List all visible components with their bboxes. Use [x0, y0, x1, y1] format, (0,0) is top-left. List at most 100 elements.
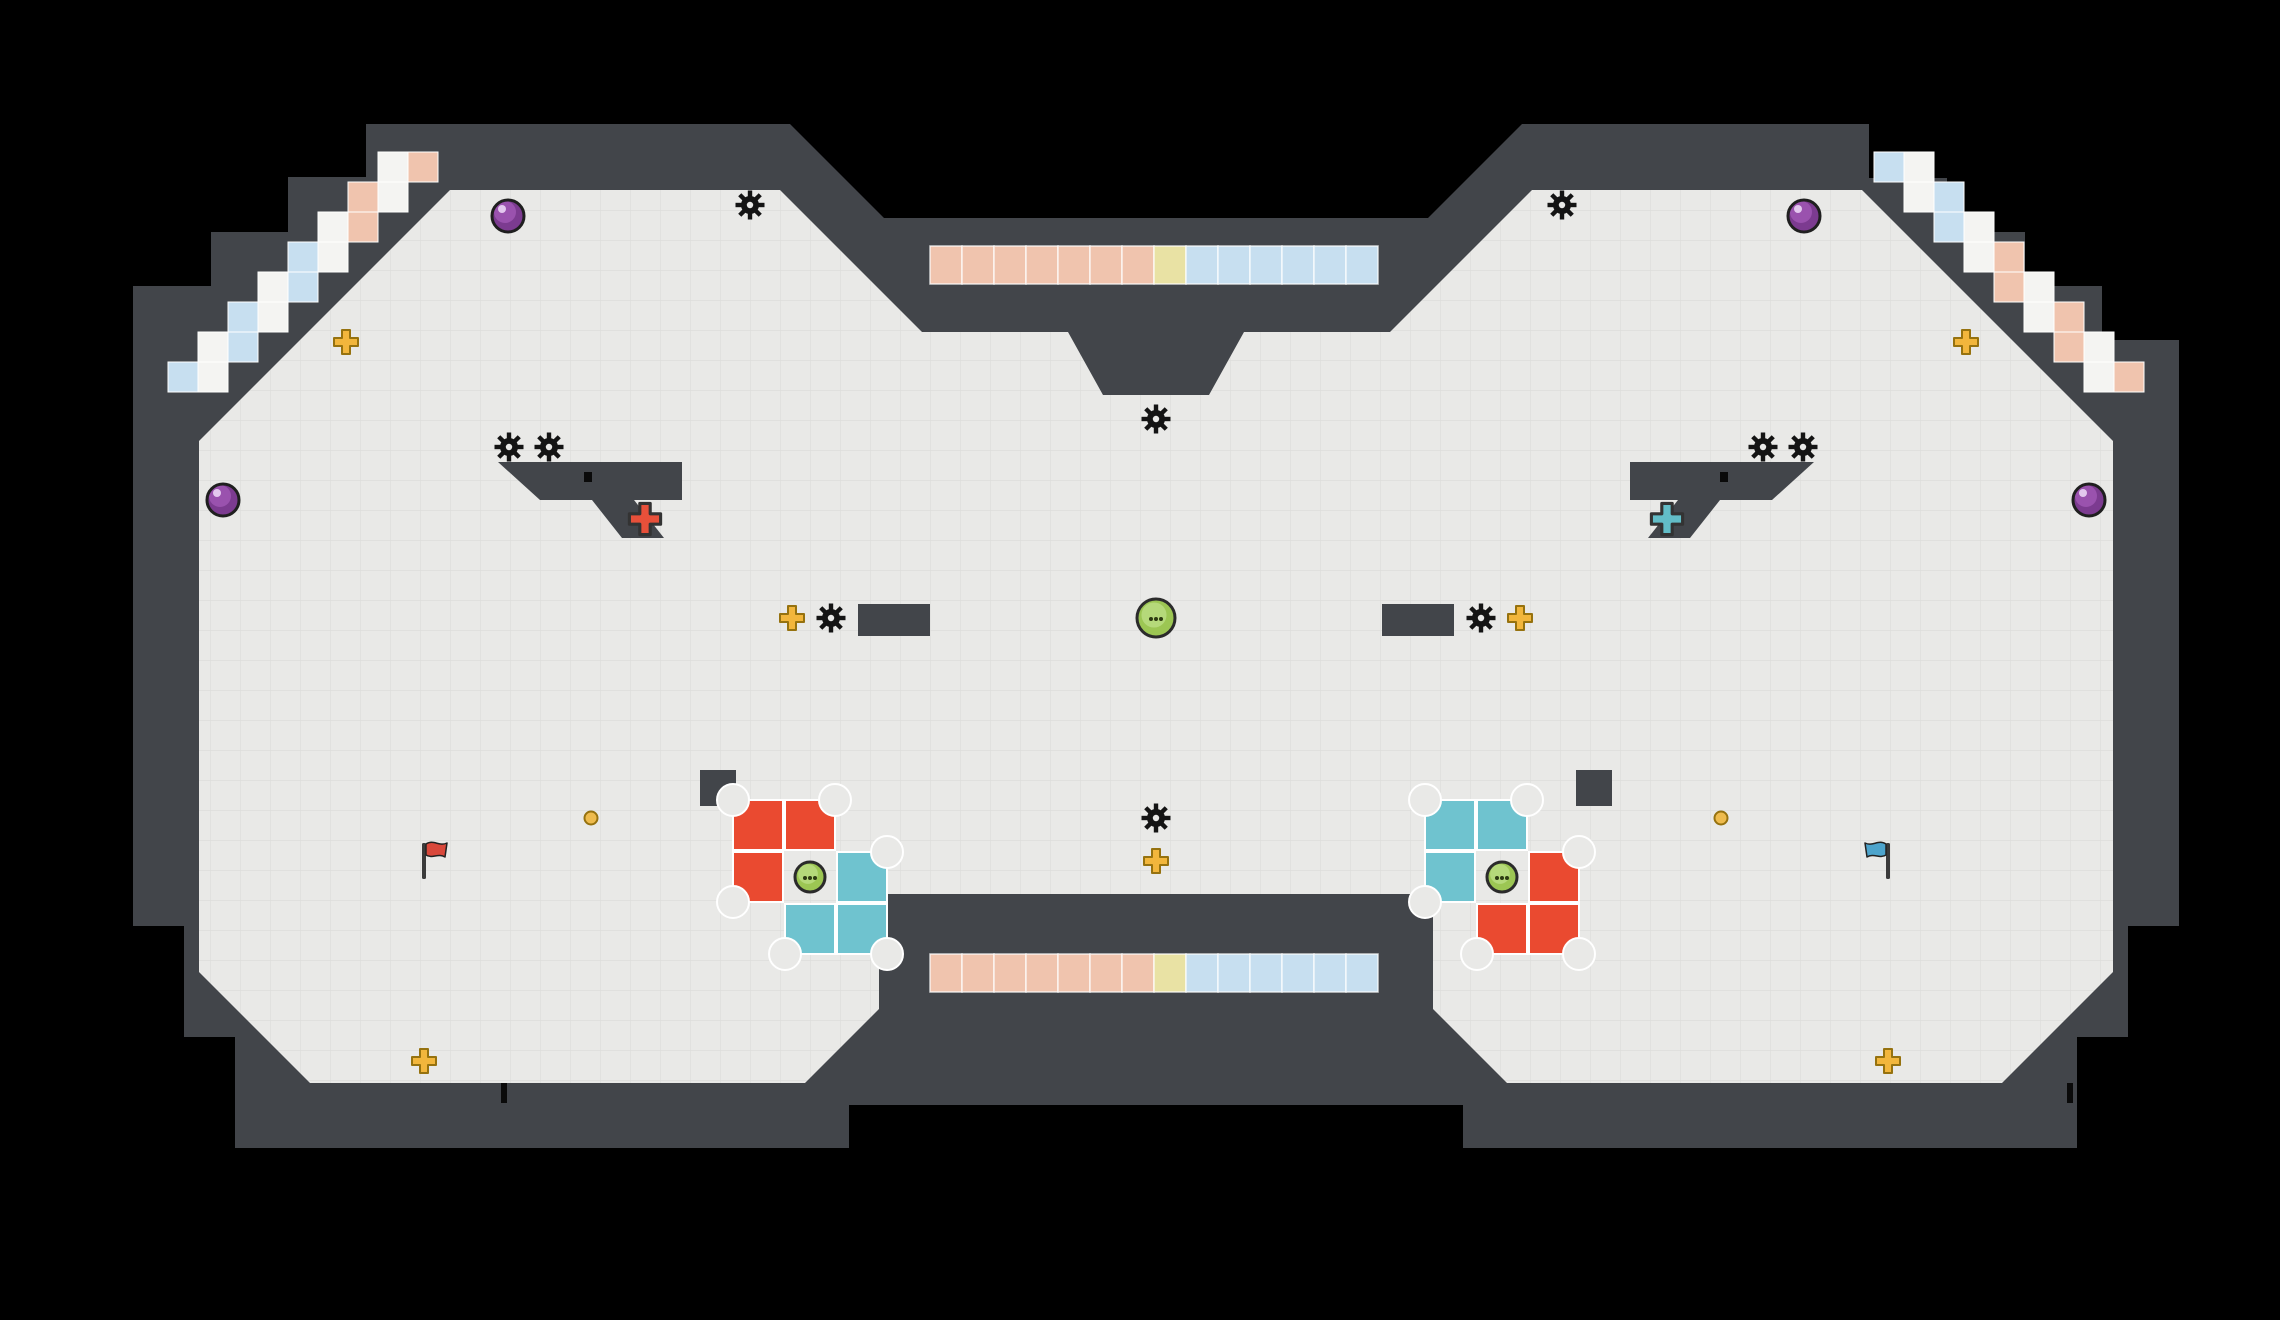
checker-tile	[257, 271, 289, 303]
checker-tile	[407, 151, 439, 183]
mine-icon	[1141, 803, 1171, 833]
mine-icon	[494, 432, 524, 462]
checker-tile	[2083, 331, 2115, 363]
gold-plus	[1143, 848, 1169, 874]
gold-plus	[333, 329, 359, 355]
gold-plus	[1507, 605, 1533, 631]
checker-tile	[1963, 241, 1995, 273]
strip-tile	[1153, 245, 1187, 285]
purple-orb	[490, 198, 526, 234]
strip-tile	[961, 245, 995, 285]
checker-tile	[1903, 181, 1935, 213]
strip-tile	[1057, 953, 1091, 993]
checker-tile	[2053, 301, 2085, 333]
door-marker	[501, 1083, 507, 1103]
checker-tile	[197, 331, 229, 363]
strip-tile	[1281, 953, 1315, 993]
mine-icon	[534, 432, 564, 462]
block-notch	[1562, 937, 1596, 971]
checker-tile	[2113, 361, 2145, 393]
strip-tile	[1281, 245, 1315, 285]
strip-tile	[993, 245, 1027, 285]
checker-tile	[2083, 361, 2115, 393]
block-notch	[716, 885, 750, 919]
checker-tile	[2023, 271, 2055, 303]
strip-tile	[1185, 953, 1219, 993]
strip-tile	[1313, 245, 1347, 285]
mine-icon	[1141, 404, 1171, 434]
mine-icon	[1788, 432, 1818, 462]
yellow-dot	[1713, 810, 1729, 826]
checker-tile	[1933, 181, 1965, 213]
block-notch	[870, 937, 904, 971]
door-marker	[584, 472, 592, 482]
checker-tile	[1993, 271, 2025, 303]
checker-tile	[347, 181, 379, 213]
strip-tile	[1025, 245, 1059, 285]
purple-orb	[205, 482, 241, 518]
gold-plus	[1953, 329, 1979, 355]
checker-tile	[1963, 211, 1995, 243]
strip-tile	[1249, 953, 1283, 993]
checker-tile	[1993, 241, 2025, 273]
block-notch	[1408, 885, 1442, 919]
green-drone	[1485, 860, 1519, 894]
green-drone	[1135, 597, 1177, 639]
obstacle	[1576, 770, 1612, 806]
block-notch	[870, 835, 904, 869]
checker-tile	[317, 211, 349, 243]
flag-blue	[1864, 841, 1890, 879]
checker-tile	[1903, 151, 1935, 183]
strip-tile	[1217, 245, 1251, 285]
green-drone	[793, 860, 827, 894]
checker-tile	[377, 181, 409, 213]
block-notch	[1408, 783, 1442, 817]
strip-tile	[1345, 245, 1379, 285]
strip-tile	[1121, 245, 1155, 285]
strip-tile	[1345, 953, 1379, 993]
strip-tile	[1025, 953, 1059, 993]
checker-tile	[287, 241, 319, 273]
block-notch	[716, 783, 750, 817]
mine-icon	[1748, 432, 1778, 462]
door-marker	[1720, 472, 1728, 482]
strip-tile	[1185, 245, 1219, 285]
purple-orb	[2071, 482, 2107, 518]
checker-tile	[317, 241, 349, 273]
block-notch	[818, 783, 852, 817]
gold-plus	[779, 605, 805, 631]
purple-orb	[1786, 198, 1822, 234]
checker-tile	[2053, 331, 2085, 363]
door-marker	[2067, 1083, 2073, 1103]
checker-tile	[1933, 211, 1965, 243]
switch-plus-red	[627, 501, 663, 537]
checker-tile	[287, 271, 319, 303]
mine-icon	[735, 190, 765, 220]
block-notch	[768, 937, 802, 971]
strip-tile	[1121, 953, 1155, 993]
strip-tile	[961, 953, 995, 993]
block-teal	[1424, 851, 1476, 903]
strip-tile	[1153, 953, 1187, 993]
strip-tile	[1249, 245, 1283, 285]
checker-tile	[257, 301, 289, 333]
strip-tile	[929, 245, 963, 285]
block-notch	[1562, 835, 1596, 869]
block-notch	[1510, 783, 1544, 817]
checker-tile	[197, 361, 229, 393]
mine-icon	[816, 603, 846, 633]
strip-tile	[1313, 953, 1347, 993]
switch-plus-teal	[1649, 501, 1685, 537]
checker-tile	[227, 331, 259, 363]
gold-plus	[411, 1048, 437, 1074]
strip-tile	[1089, 953, 1123, 993]
checker-tile	[2023, 301, 2055, 333]
checker-tile	[377, 151, 409, 183]
block-notch	[1460, 937, 1494, 971]
strip-tile	[1217, 953, 1251, 993]
checker-tile	[1873, 151, 1905, 183]
gold-plus	[1875, 1048, 1901, 1074]
yellow-dot	[583, 810, 599, 826]
